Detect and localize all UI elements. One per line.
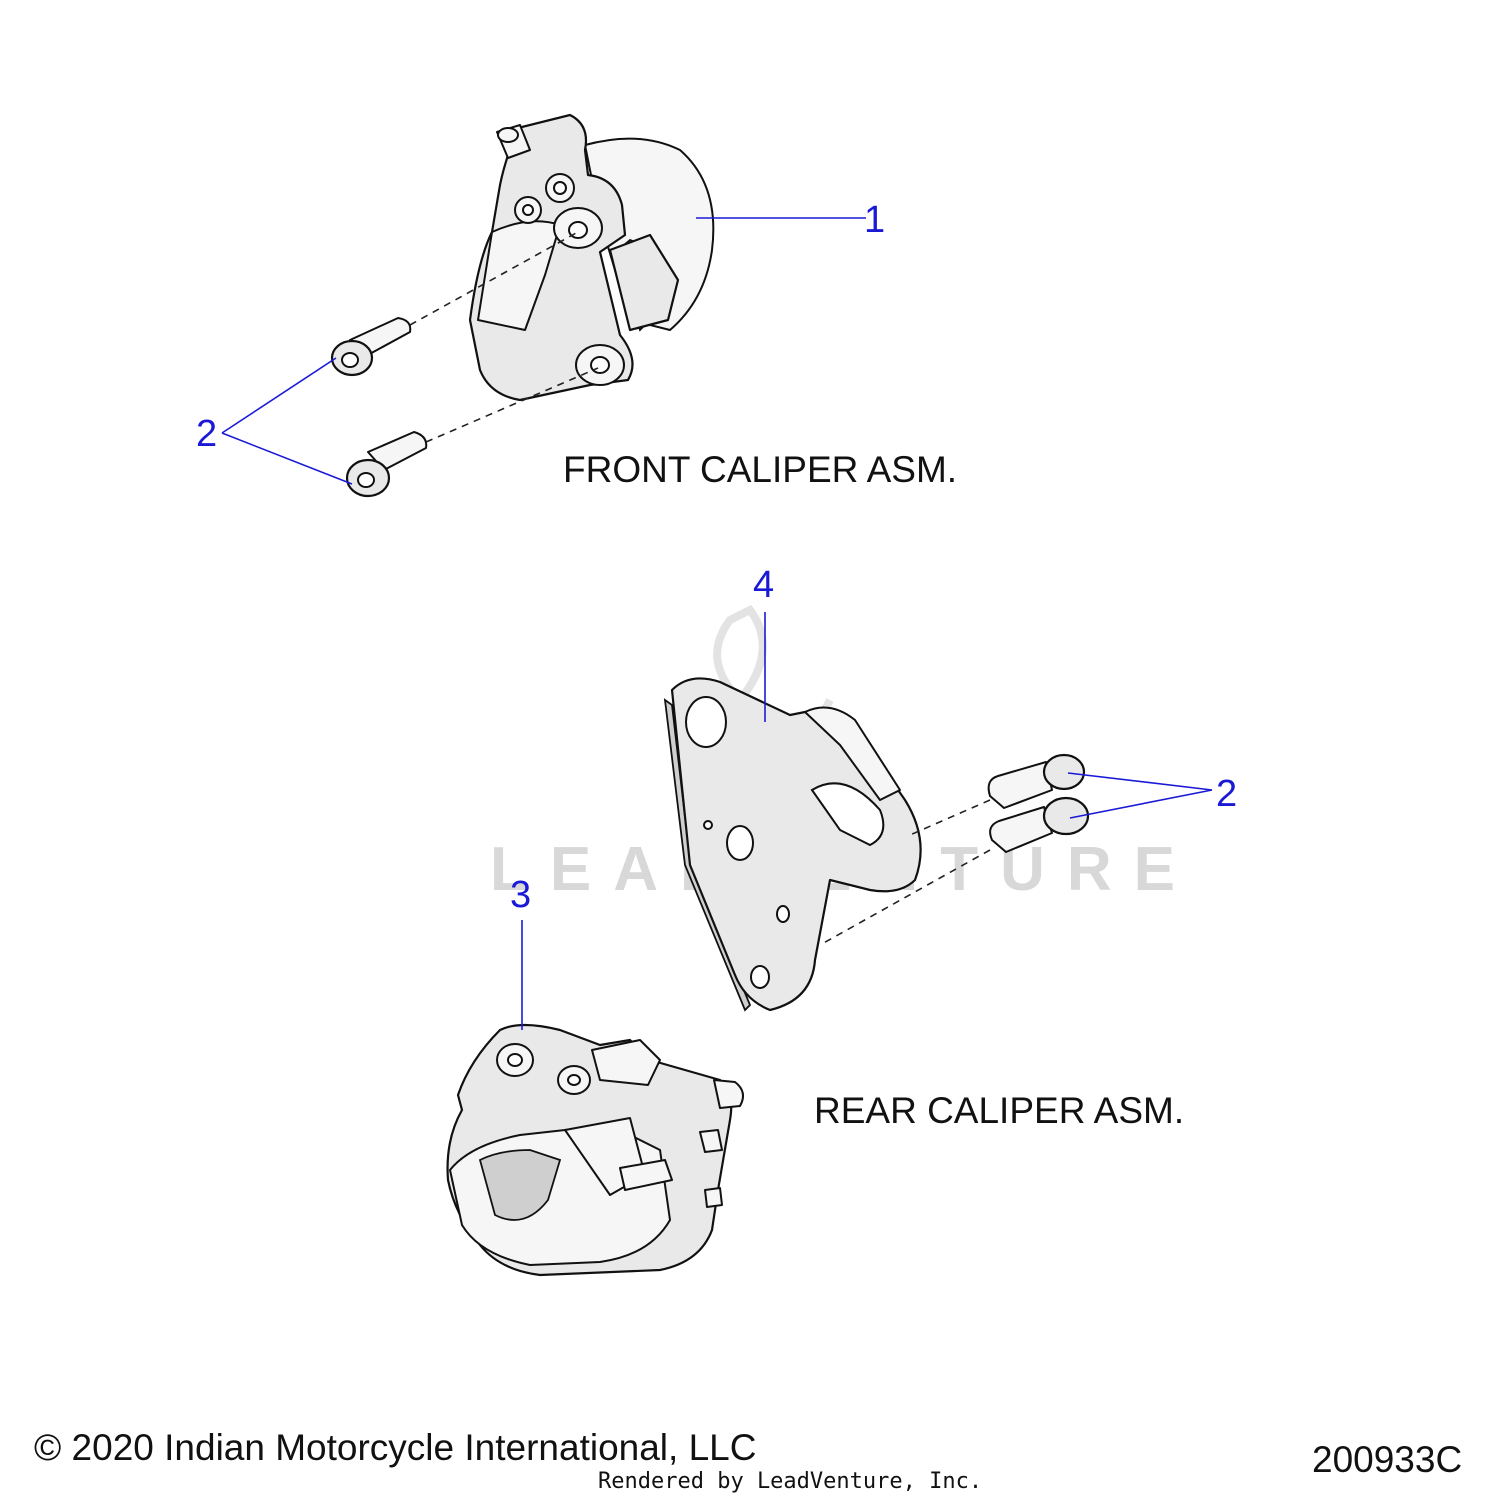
diagram-id: 200933C bbox=[1312, 1439, 1462, 1480]
rear-bracket-part[interactable] bbox=[663, 677, 922, 1012]
front-caliper-part[interactable] bbox=[468, 113, 715, 402]
callout-2-rear[interactable]: 2 bbox=[1216, 773, 1237, 815]
front-caliper-caption: FRONT CALIPER ASM. bbox=[563, 449, 957, 490]
front-bolt-lower[interactable] bbox=[345, 431, 428, 498]
rear-caliper-caption: REAR CALIPER ASM. bbox=[814, 1090, 1184, 1131]
front-bolt-upper[interactable] bbox=[330, 317, 412, 377]
callout-4[interactable]: 4 bbox=[753, 564, 774, 606]
front-dashed-lines bbox=[409, 231, 599, 443]
callout-2-front[interactable]: 2 bbox=[196, 413, 217, 455]
rear-bolt-upper[interactable] bbox=[987, 753, 1086, 809]
copyright-text: © 2020 Indian Motorcycle International, … bbox=[34, 1427, 756, 1468]
rear-caliper-part[interactable] bbox=[446, 1023, 745, 1277]
rendered-by-text: Rendered by LeadVenture, Inc. bbox=[598, 1469, 982, 1494]
callout-1[interactable]: 1 bbox=[864, 199, 885, 241]
rear-dashed-lines bbox=[819, 799, 991, 946]
front-leaders bbox=[221, 217, 866, 485]
rear-bolt-lower[interactable] bbox=[989, 796, 1090, 853]
callout-3[interactable]: 3 bbox=[510, 874, 531, 916]
rear-leaders bbox=[521, 612, 1213, 1030]
